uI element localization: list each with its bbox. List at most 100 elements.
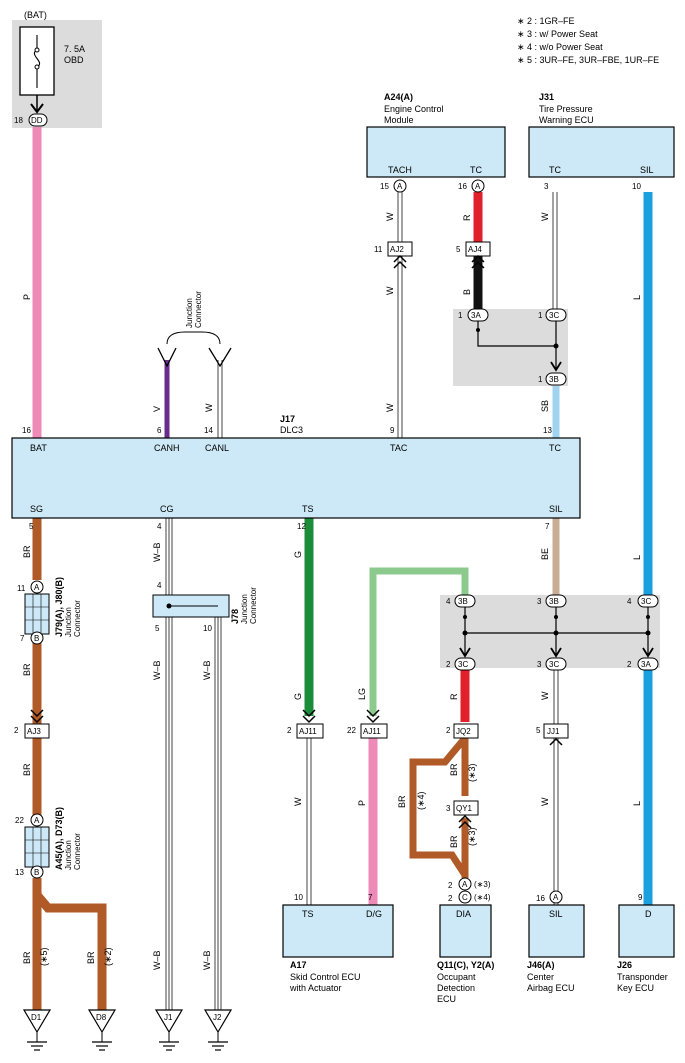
svg-text:11: 11 bbox=[374, 245, 383, 254]
svg-text:3C: 3C bbox=[549, 311, 559, 320]
svg-text:BR: BR bbox=[449, 763, 459, 776]
svg-text:3A: 3A bbox=[471, 311, 481, 320]
svg-text:22: 22 bbox=[15, 816, 24, 825]
svg-text:SG: SG bbox=[30, 504, 43, 514]
svg-text:W: W bbox=[385, 403, 395, 412]
svg-text:3A: 3A bbox=[641, 660, 651, 669]
svg-text:J1: J1 bbox=[164, 1013, 173, 1022]
svg-text:Center: Center bbox=[527, 972, 554, 982]
svg-text:P: P bbox=[22, 294, 32, 300]
note-4: ∗ 5 : 3UR–FE, 3UR–FBE, 1UR–FE bbox=[517, 55, 659, 65]
svg-text:TAC: TAC bbox=[390, 443, 408, 453]
svg-text:B: B bbox=[34, 868, 39, 877]
q11-occupant-detection-ecu: 2 A (∗3) 2 C (∗4) DIA Q11(C), Y2(A) Occu… bbox=[437, 877, 494, 1004]
svg-text:Skid Control ECU: Skid Control ECU bbox=[290, 972, 361, 982]
svg-text:AJ4: AJ4 bbox=[468, 245, 482, 254]
svg-text:Module: Module bbox=[384, 115, 414, 125]
svg-text:5: 5 bbox=[456, 245, 461, 254]
tire-pressure-ecu: J31 Tire Pressure Warning ECU TC SIL 3 1… bbox=[528, 92, 675, 191]
ground-d8: D8 bbox=[87, 1009, 117, 1051]
fuse-rating: 7. 5A bbox=[64, 44, 85, 54]
svg-text:BR: BR bbox=[449, 835, 459, 848]
svg-text:Occupant: Occupant bbox=[437, 972, 476, 982]
svg-text:R: R bbox=[462, 214, 472, 221]
svg-text:4: 4 bbox=[157, 581, 162, 590]
svg-text:12: 12 bbox=[297, 522, 306, 531]
svg-text:5: 5 bbox=[536, 726, 541, 735]
svg-text:AJ2: AJ2 bbox=[390, 245, 404, 254]
svg-text:D1: D1 bbox=[31, 1013, 42, 1022]
svg-text:(∗2): (∗2) bbox=[103, 947, 113, 966]
svg-text:D8: D8 bbox=[96, 1013, 107, 1022]
svg-text:2: 2 bbox=[448, 894, 453, 903]
svg-text:TACH: TACH bbox=[388, 165, 412, 175]
svg-text:P: P bbox=[357, 800, 367, 806]
svg-text:2: 2 bbox=[287, 726, 292, 735]
svg-text:7: 7 bbox=[368, 893, 373, 902]
connector-aj2: AJ2 11 bbox=[374, 241, 413, 269]
svg-text:J31: J31 bbox=[539, 92, 554, 102]
svg-text:TC: TC bbox=[470, 165, 482, 175]
svg-text:10: 10 bbox=[632, 182, 641, 191]
svg-text:AJ11: AJ11 bbox=[363, 727, 381, 736]
svg-text:10: 10 bbox=[203, 624, 212, 633]
svg-text:3B: 3B bbox=[549, 597, 559, 606]
svg-text:TC: TC bbox=[549, 165, 561, 175]
svg-text:J46(A): J46(A) bbox=[527, 960, 555, 970]
svg-text:A: A bbox=[475, 182, 481, 191]
svg-text:3B: 3B bbox=[458, 597, 468, 606]
svg-text:W: W bbox=[385, 212, 395, 221]
svg-text:13: 13 bbox=[15, 868, 24, 877]
svg-text:Connector: Connector bbox=[73, 600, 82, 637]
svg-text:5: 5 bbox=[29, 522, 34, 531]
svg-text:2: 2 bbox=[14, 726, 19, 735]
svg-text:W–B: W–B bbox=[152, 660, 162, 680]
svg-text:W–B: W–B bbox=[202, 660, 212, 680]
svg-text:W–B: W–B bbox=[202, 950, 212, 970]
svg-text:2: 2 bbox=[627, 660, 632, 669]
svg-text:3C: 3C bbox=[641, 597, 651, 606]
svg-text:A: A bbox=[553, 893, 559, 902]
svg-text:CANH: CANH bbox=[154, 443, 180, 453]
svg-text:3: 3 bbox=[446, 804, 451, 813]
fuse-source: (BAT) bbox=[24, 10, 47, 20]
connector-aj11-dg: 22 AJ11 bbox=[347, 709, 388, 739]
svg-text:7: 7 bbox=[20, 634, 25, 643]
svg-text:W: W bbox=[204, 403, 214, 412]
svg-text:(∗3): (∗3) bbox=[474, 880, 491, 889]
dlc3-block: J17 DLC3 16 BAT 6 CANH 14 CANL 9 TAC 13 … bbox=[11, 414, 581, 531]
svg-text:W: W bbox=[385, 286, 395, 295]
svg-text:9: 9 bbox=[638, 893, 643, 902]
svg-text:2: 2 bbox=[446, 726, 451, 735]
svg-text:V: V bbox=[152, 406, 162, 412]
svg-text:A: A bbox=[34, 583, 40, 592]
svg-text:J78: J78 bbox=[230, 609, 240, 624]
svg-text:3: 3 bbox=[544, 182, 549, 191]
svg-text:3B: 3B bbox=[549, 375, 559, 384]
svg-text:SIL: SIL bbox=[549, 909, 563, 919]
svg-text:10: 10 bbox=[294, 893, 303, 902]
svg-text:DIA: DIA bbox=[456, 909, 471, 919]
svg-text:AJ3: AJ3 bbox=[27, 727, 41, 736]
svg-text:A: A bbox=[462, 880, 468, 889]
svg-text:G: G bbox=[293, 551, 303, 558]
svg-text:W–B: W–B bbox=[152, 542, 162, 562]
junction-connector-j78: 4 5 10 J78 Junction Connector bbox=[152, 581, 258, 633]
svg-text:B: B bbox=[34, 634, 39, 643]
svg-text:R: R bbox=[449, 693, 459, 700]
svg-text:C: C bbox=[462, 893, 468, 902]
svg-text:W: W bbox=[540, 797, 550, 806]
svg-text:Junction: Junction bbox=[64, 607, 73, 637]
svg-text:22: 22 bbox=[347, 726, 356, 735]
svg-text:BR: BR bbox=[397, 795, 407, 808]
svg-text:W: W bbox=[540, 212, 550, 221]
ground-d1: D1 bbox=[22, 1009, 52, 1051]
junction-block-top: 1 3A 1 3C 1 3B bbox=[453, 308, 568, 386]
svg-text:(∗4): (∗4) bbox=[474, 893, 491, 902]
note-3: ∗ 4 : w/o Power Seat bbox=[517, 42, 603, 52]
svg-text:(∗4): (∗4) bbox=[416, 791, 426, 810]
svg-text:9: 9 bbox=[390, 426, 395, 435]
connector-qy1: 3 QY1 bbox=[446, 800, 479, 829]
svg-text:JJ1: JJ1 bbox=[547, 727, 560, 736]
